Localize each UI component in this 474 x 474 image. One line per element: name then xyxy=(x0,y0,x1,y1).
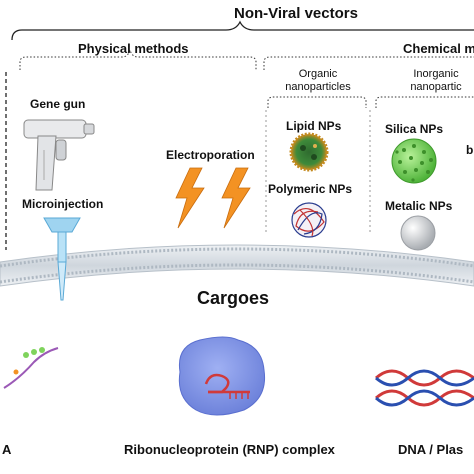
rna-cargo-illustration xyxy=(3,347,59,389)
microinjection-label: Microinjection xyxy=(22,197,104,211)
cargoes-title: Cargoes xyxy=(197,288,270,308)
chemical-bracket xyxy=(263,56,474,70)
electroporation-label: Electroporation xyxy=(166,148,255,162)
rnp-complex-illustration xyxy=(178,336,266,416)
silica-np-illustration xyxy=(391,138,437,184)
dna-label: DNA / Plas xyxy=(398,442,464,457)
organic-nanoparticles-title: Organic nanoparticles xyxy=(285,68,351,93)
nonviral-bracket xyxy=(11,20,474,41)
chemical-methods-title: Chemical m xyxy=(403,41,474,56)
gene-gun-illustration xyxy=(23,119,95,191)
physical-methods-title: Physical methods xyxy=(78,41,189,56)
microinjection-illustration xyxy=(43,217,81,301)
dna-helix-illustration xyxy=(375,369,474,407)
rnp-label: Ribonucleoprotein (RNP) complex xyxy=(124,442,335,457)
silica-nps-label: Silica NPs xyxy=(385,122,444,136)
metalic-np-illustration xyxy=(400,215,436,251)
nonviral-title: Non-Viral vectors xyxy=(234,5,358,22)
inorganic-nanoparticles-title: Inorganic nanopartic xyxy=(410,68,462,93)
cell-membrane xyxy=(0,244,474,287)
polymeric-np-illustration xyxy=(291,202,327,238)
edge-letter: b xyxy=(466,143,474,157)
gene-gun-label: Gene gun xyxy=(30,97,86,111)
inorganic-bracket xyxy=(375,96,474,108)
lipid-np-illustration xyxy=(289,132,329,172)
lipid-nps-label: Lipid NPs xyxy=(286,119,342,133)
electroporation-bolts xyxy=(175,167,251,229)
organic-bracket xyxy=(267,96,367,108)
metalic-nps-label: Metalic NPs xyxy=(385,199,453,213)
polymeric-nps-label: Polymeric NPs xyxy=(268,182,353,196)
left-cargo-label: A xyxy=(2,442,12,457)
